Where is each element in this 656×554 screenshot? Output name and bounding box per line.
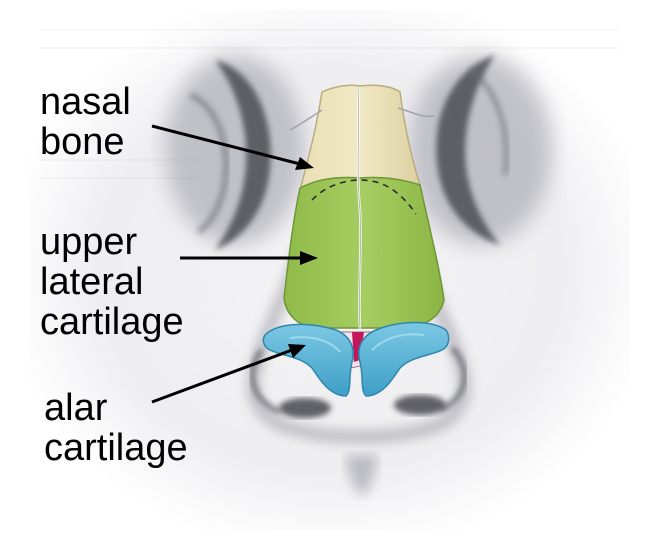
- nasal-bone-shape: [289, 84, 435, 191]
- left-orbit: [165, 55, 305, 250]
- label-upper-lateral-cartilage-line-1: upper: [40, 221, 138, 263]
- label-upper-lateral-cartilage-line-3: cartilage: [40, 301, 184, 343]
- label-alar-cartilage: alar cartilage: [44, 388, 188, 468]
- label-nasal-bone-line-2: bone: [40, 121, 125, 163]
- label-upper-lateral-cartilage: upper lateral cartilage: [40, 222, 184, 342]
- alar-cartilage-shape: [262, 321, 450, 397]
- background-texture: [40, 29, 620, 179]
- leader-arrows: [151, 124, 318, 404]
- label-alar-cartilage-line-1: alar: [44, 387, 108, 429]
- label-upper-lateral-cartilage-line-2: lateral: [40, 261, 144, 303]
- right-orbit: [408, 55, 552, 245]
- nose-skin-shading: [248, 248, 470, 496]
- label-alar-cartilage-line-2: cartilage: [44, 427, 188, 469]
- alar-cartilage-arrow: [151, 344, 306, 404]
- upper-lateral-cartilage-arrow: [180, 251, 318, 265]
- label-nasal-bone: nasal bone: [40, 82, 131, 162]
- upper-lateral-cartilage-shape: [283, 176, 445, 329]
- nasal-bone-arrow: [151, 124, 314, 170]
- label-nasal-bone-line-1: nasal: [40, 81, 131, 123]
